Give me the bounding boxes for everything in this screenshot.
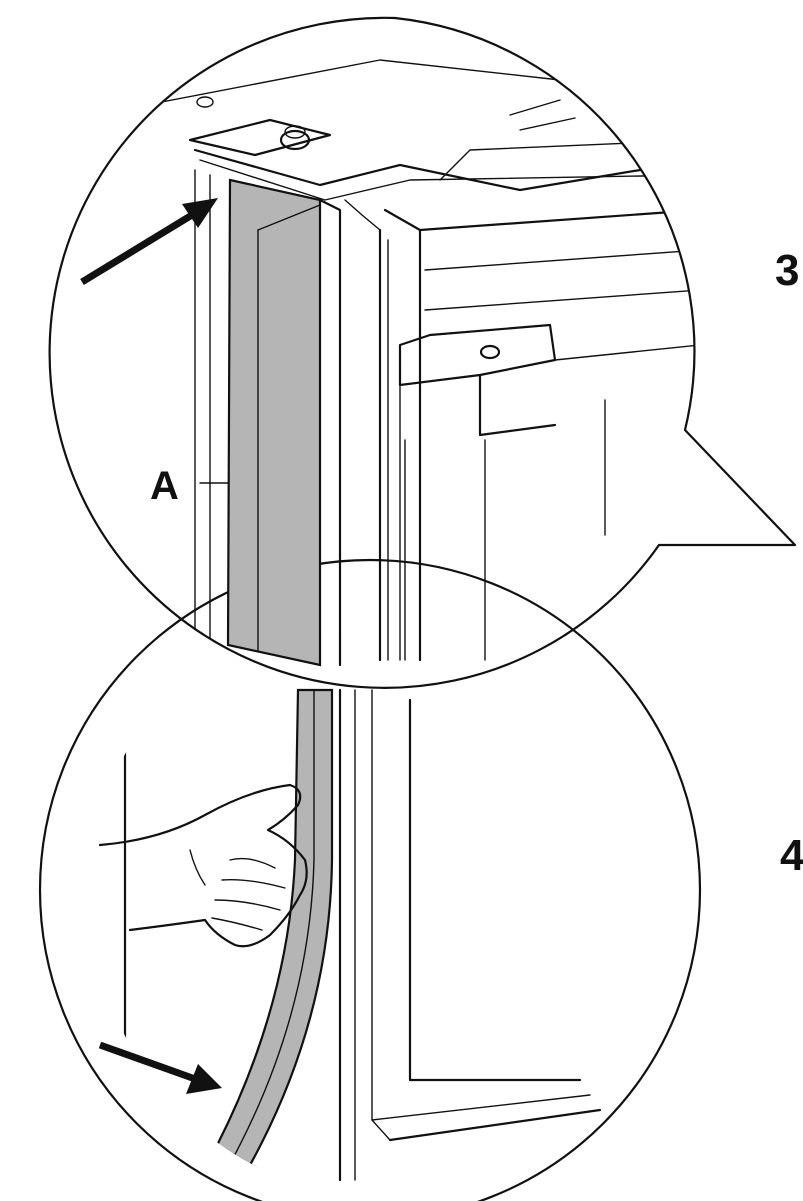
- hand-finger-4: [211, 917, 263, 931]
- hinge-plate: [188, 118, 332, 157]
- hinge-bracket-edge: [193, 148, 702, 192]
- hand-finger-3: [214, 899, 281, 911]
- rail-line-1: [424, 249, 701, 271]
- hinge-bracket-edge-2: [199, 159, 701, 201]
- door-frame-line-3: [371, 689, 391, 1141]
- lower-bracket-block: [398, 323, 557, 387]
- seal-top-crease: [257, 204, 321, 231]
- hand-finger-1: [229, 857, 276, 869]
- top-detail-circle: A: [48, 16, 797, 689]
- door-seal-strip: [226, 178, 322, 667]
- hand-knuckle-line: [189, 849, 206, 886]
- hinge-bolt-head: [284, 125, 306, 139]
- hand-finger-2: [221, 879, 286, 889]
- step-number-3: 3: [775, 246, 799, 295]
- hinge-bolt: [279, 129, 311, 151]
- hand-outline: [98, 783, 308, 948]
- step-number-4: 4: [780, 831, 803, 880]
- slot-2: [519, 117, 576, 131]
- seal-top-corner: [344, 199, 381, 231]
- rail-line-3: [439, 139, 701, 181]
- top-callout-outline: [48, 16, 797, 689]
- seal-strip-crease: [231, 689, 315, 1161]
- bracket-rail: [554, 344, 701, 361]
- door-bottom-edge-inner: [371, 1094, 591, 1121]
- bracket-side: [478, 373, 557, 437]
- door-inner-frame: [408, 698, 582, 1082]
- arrow-right-down-icon: [98, 1041, 222, 1094]
- door-bottom-edge: [388, 1108, 602, 1142]
- top-frame-rail: [383, 208, 702, 232]
- bottom-circle-outline: [38, 558, 702, 1201]
- rail-line-2: [424, 289, 701, 311]
- screw-hole-1: [196, 96, 214, 108]
- part-a-label: A: [150, 464, 179, 508]
- bottom-detail-circle: [38, 558, 702, 1201]
- seal-side-wall: [318, 198, 342, 667]
- slot-1: [509, 99, 561, 116]
- arrow-right-down-icon: [80, 198, 218, 285]
- bracket-hole: [479, 344, 501, 360]
